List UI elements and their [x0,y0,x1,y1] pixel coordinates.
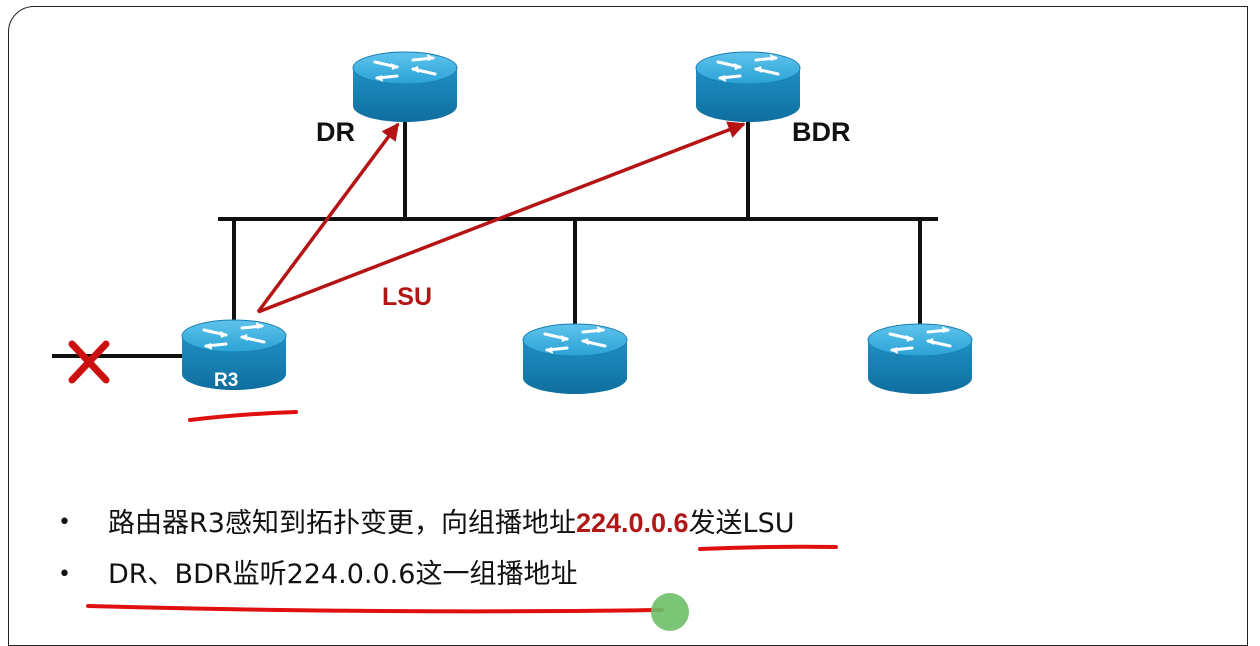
bullet-list: • 路由器R3感知到拓扑变更，向组播地址224.0.0.6发送LSU • DR、… [58,500,795,604]
lsu-label: LSU [382,283,432,311]
bullet2-underline-annotation [86,604,664,614]
bullet1-text: 路由器R3感知到拓扑变更，向组播地址 [108,508,576,539]
bullet-dot: • [58,510,71,535]
dr-router-icon [351,50,459,124]
lsu-arrow-to-bdr [257,121,746,314]
bullet-item-2: • DR、BDR监听224.0.0.6这一组播地址 [58,552,795,604]
bullet1-tail-text: 发送LSU [688,508,795,539]
r3-label: R3 [214,370,238,391]
pointer-cursor-dot [651,593,689,631]
r3-underline-annotation [188,410,298,422]
bdr-label: BDR [792,117,851,147]
bdr-router-icon [694,50,802,124]
router4-icon [521,322,629,396]
slide: DR BDR R3 LSU • 路由器R3感知到拓扑变更，向组播地址224.0.… [8,6,1248,646]
multicast-address-highlight: 224.0.0.6 [575,508,689,538]
lsu-arrow-to-dr [256,122,400,314]
address-underline-annotation [698,544,838,551]
bullet-item-1: • 路由器R3感知到拓扑变更，向组播地址224.0.0.6发送LSU [58,500,795,552]
link-down-x-icon [68,340,110,384]
bullet-dot: • [58,562,71,587]
router5-icon [866,322,974,396]
ospf-lsu-diagram: DR BDR R3 LSU [52,50,974,631]
bullet2-text: DR、BDR监听224.0.0.6这一组播地址 [108,559,578,590]
dr-label: DR [316,117,355,147]
